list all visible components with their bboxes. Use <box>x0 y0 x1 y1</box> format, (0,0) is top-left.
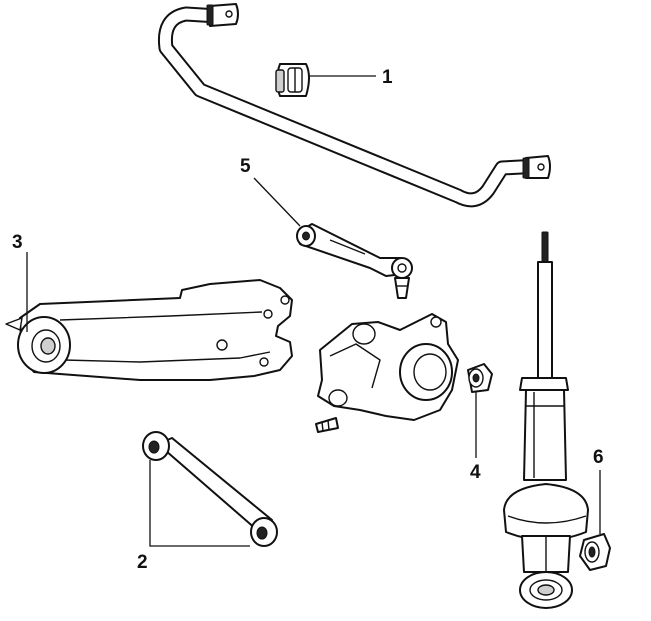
shock-lower-bushing <box>579 533 611 571</box>
lower-link <box>142 431 278 547</box>
callout-4: 4 <box>470 462 481 483</box>
upper-link <box>296 223 413 299</box>
callout-1: 1 <box>382 67 393 88</box>
callout-3: 3 <box>12 232 23 253</box>
callout-5: 5 <box>240 156 251 177</box>
callout-2: 2 <box>137 552 148 573</box>
stabilizer-bushing <box>275 63 310 97</box>
shock-absorber <box>503 231 589 609</box>
stabilizer-bar <box>157 3 551 208</box>
callout-labels: 1 2 3 4 5 6 <box>12 67 604 573</box>
rear-knuckle <box>315 313 459 433</box>
callout-6: 6 <box>593 447 604 468</box>
knuckle-bushing <box>467 363 493 393</box>
trailing-arm <box>5 279 293 381</box>
leader-lines <box>26 75 601 547</box>
